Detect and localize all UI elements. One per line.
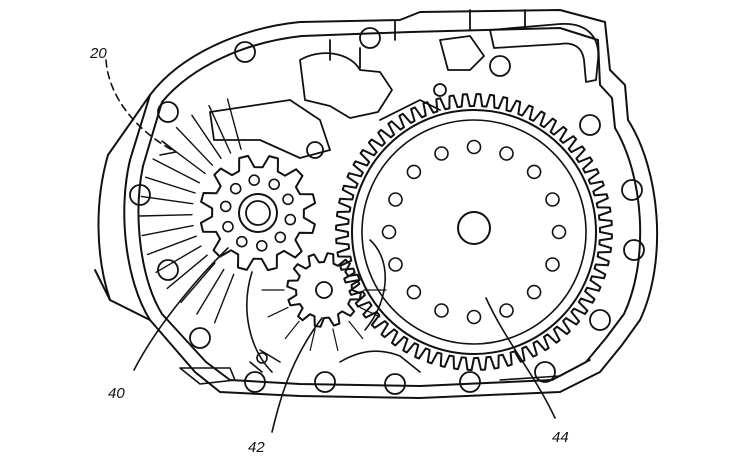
housing-rib: [196, 268, 225, 315]
housing-rib: [146, 235, 197, 256]
bolt-hole: [434, 303, 449, 318]
housing-rib: [213, 273, 235, 324]
bolt-hole: [222, 220, 234, 233]
ring-gear-bolt-circle: [381, 139, 567, 325]
drive-gear-hub-inner: [245, 200, 271, 226]
housing-rib: [180, 262, 216, 304]
bolt-hole: [466, 139, 482, 155]
idler-gear-bore: [315, 281, 333, 299]
leader-20: [105, 59, 173, 151]
bolt-hole: [219, 200, 232, 213]
bottom-rail: [179, 349, 591, 385]
drive-gear-bolt-circle: [219, 174, 297, 252]
housing-bolts: [129, 27, 645, 395]
housing-rib: [140, 195, 194, 205]
ring-gear-teeth: [335, 93, 613, 371]
bolt-hole: [526, 284, 542, 300]
ring-gear: [335, 93, 613, 371]
bolt-hole: [236, 235, 248, 248]
ring-gear-carrier: [361, 119, 587, 345]
housing-rib: [166, 254, 208, 290]
bolt-hole: [545, 192, 560, 207]
housing-rib: [152, 158, 201, 184]
bolt-hole: [282, 193, 294, 206]
ref-label-42: 42: [248, 439, 265, 456]
reference-leaders: [105, 59, 556, 433]
leader-40: [133, 247, 229, 371]
bolt-hole: [229, 182, 242, 195]
bolt-hole: [388, 192, 403, 207]
bolt-hole: [499, 146, 514, 161]
bolt-hole: [406, 164, 422, 180]
drive-gear-hub-outer: [238, 193, 278, 233]
bolt-hole: [268, 178, 281, 191]
top-mechanism: [209, 9, 600, 159]
bolt-hole: [274, 231, 287, 244]
housing-rib: [191, 114, 222, 160]
housing-rib: [155, 245, 202, 273]
housing-rib: [175, 126, 214, 166]
bolt-hole: [248, 174, 260, 186]
housing-rib: [208, 104, 232, 154]
bolt-hole: [381, 224, 397, 240]
bolt-hole: [526, 164, 542, 180]
housing-rib: [141, 224, 194, 237]
leader-20-arrowhead: [159, 140, 177, 156]
ring-gear-inner-rim: [351, 109, 597, 355]
drive-gear: [199, 154, 317, 272]
leader-44: [485, 297, 556, 419]
idler-gear: [246, 239, 387, 373]
bolt-hole: [434, 146, 449, 161]
leader-42: [271, 317, 323, 433]
idler-gear-spokes: [261, 289, 387, 351]
bolt-hole: [466, 309, 482, 325]
drive-gear-teeth: [199, 154, 317, 272]
bolt-hole: [545, 257, 560, 272]
ref-label-44: 44: [552, 429, 569, 446]
bolt-hole: [255, 240, 268, 252]
bolt-hole: [388, 257, 403, 272]
idler-gear-teeth: [286, 252, 362, 328]
bolt-hole: [499, 303, 514, 318]
bolt-hole: [406, 284, 422, 300]
outer-housing: [94, 9, 659, 399]
housing-rib: [139, 213, 193, 217]
bolt-hole: [551, 224, 567, 240]
ring-gear-hub: [457, 211, 491, 245]
ref-label-20: 20: [89, 45, 107, 62]
housing-rib: [226, 98, 242, 150]
ref-label-40: 40: [108, 385, 125, 402]
housing-rib: [144, 176, 196, 194]
bolt-hole: [284, 213, 297, 226]
